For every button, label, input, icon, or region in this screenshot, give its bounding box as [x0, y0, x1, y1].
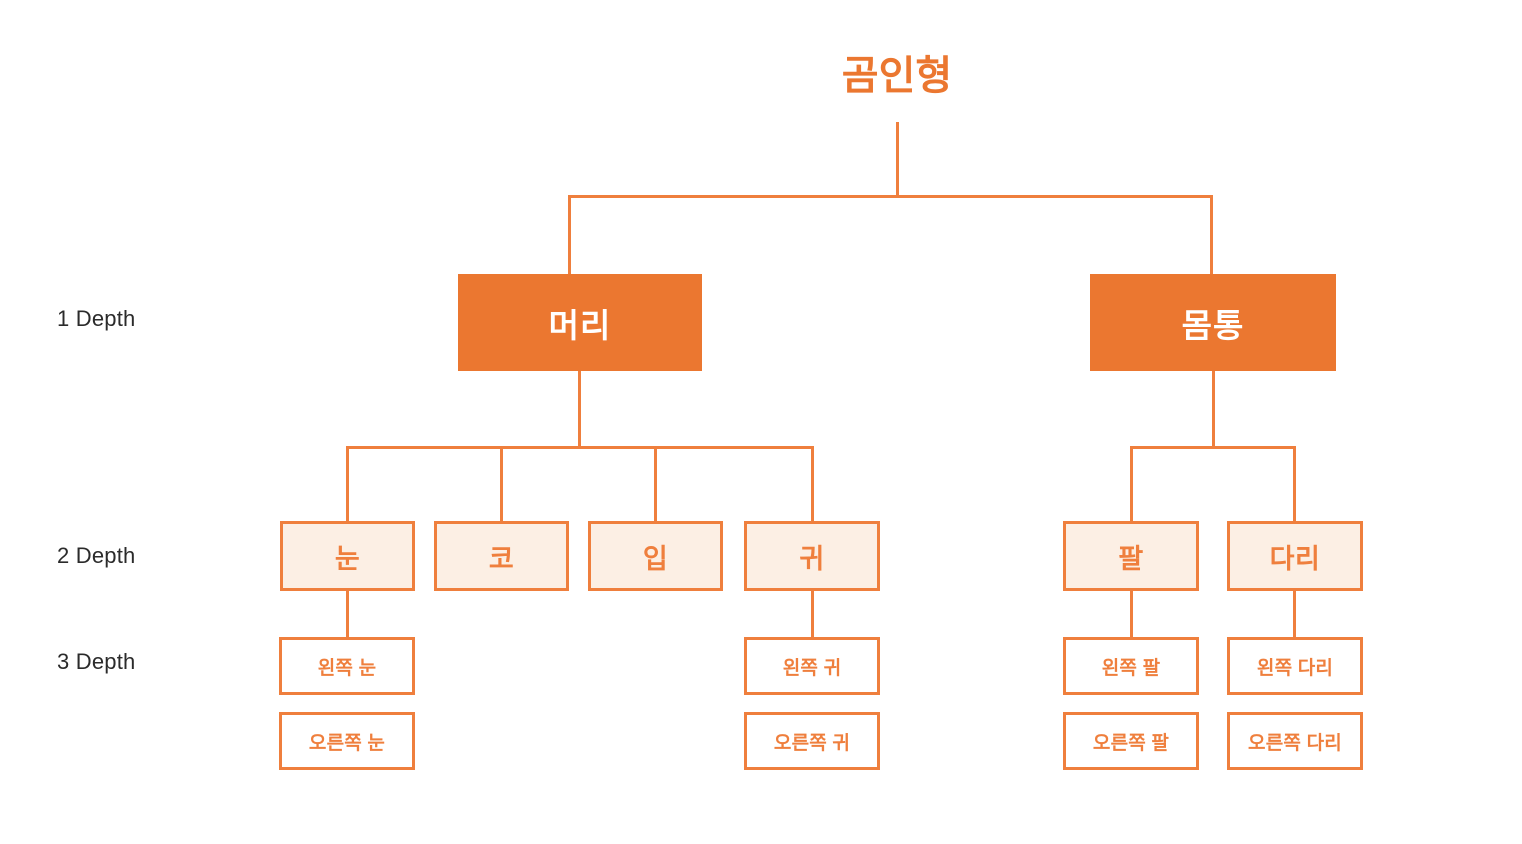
depth2-node-dari[interactable]: 다리: [1227, 521, 1363, 591]
connector-eye-stem: [346, 591, 349, 638]
depth3-node-right-eye[interactable]: 오른쪽 눈: [279, 712, 415, 770]
connector-root-stem: [896, 122, 899, 197]
connector-root-to-body: [1210, 195, 1213, 275]
depth2-node-ko[interactable]: 코: [434, 521, 569, 591]
depth3-node-right-arm[interactable]: 오른쪽 팔: [1063, 712, 1199, 770]
connector-head-stem: [578, 371, 581, 449]
depth2-node-ip[interactable]: 입: [588, 521, 723, 591]
depth3-node-left-ear[interactable]: 왼쪽 귀: [744, 637, 880, 695]
depth-label-3: 3 Depth: [57, 649, 136, 674]
depth2-node-pal[interactable]: 팔: [1063, 521, 1199, 591]
connector-leg-stem: [1293, 591, 1296, 638]
depth3-node-left-eye[interactable]: 왼쪽 눈: [279, 637, 415, 695]
connector-root-to-head: [568, 195, 571, 275]
depth1-node-meori[interactable]: 머리: [458, 274, 702, 371]
connector-head-to-ear: [811, 446, 814, 523]
depth2-node-gwi[interactable]: 귀: [744, 521, 880, 591]
depth3-node-right-ear[interactable]: 오른쪽 귀: [744, 712, 880, 770]
connector-body-to-leg: [1293, 446, 1296, 523]
connector-head-to-mouth: [654, 446, 657, 523]
connector-head-bus: [346, 446, 814, 449]
connector-root-bus: [568, 195, 1213, 198]
depth3-node-left-arm[interactable]: 왼쪽 팔: [1063, 637, 1199, 695]
connector-body-bus: [1130, 446, 1296, 449]
depth2-node-nun[interactable]: 눈: [280, 521, 415, 591]
depth3-node-right-leg[interactable]: 오른쪽 다리: [1227, 712, 1363, 770]
root-node-gom-inhyeong: 곰인형: [841, 54, 953, 98]
depth1-node-momtong[interactable]: 몸통: [1090, 274, 1336, 371]
connector-head-to-eye: [346, 446, 349, 523]
connector-body-stem: [1212, 371, 1215, 449]
connector-ear-stem: [811, 591, 814, 638]
connector-body-to-arm: [1130, 446, 1133, 523]
connector-head-to-nose: [500, 446, 503, 523]
connector-arm-stem: [1130, 591, 1133, 638]
depth-label-2: 2 Depth: [57, 543, 136, 568]
depth-label-1: 1 Depth: [57, 306, 136, 331]
depth3-node-left-leg[interactable]: 왼쪽 다리: [1227, 637, 1363, 695]
